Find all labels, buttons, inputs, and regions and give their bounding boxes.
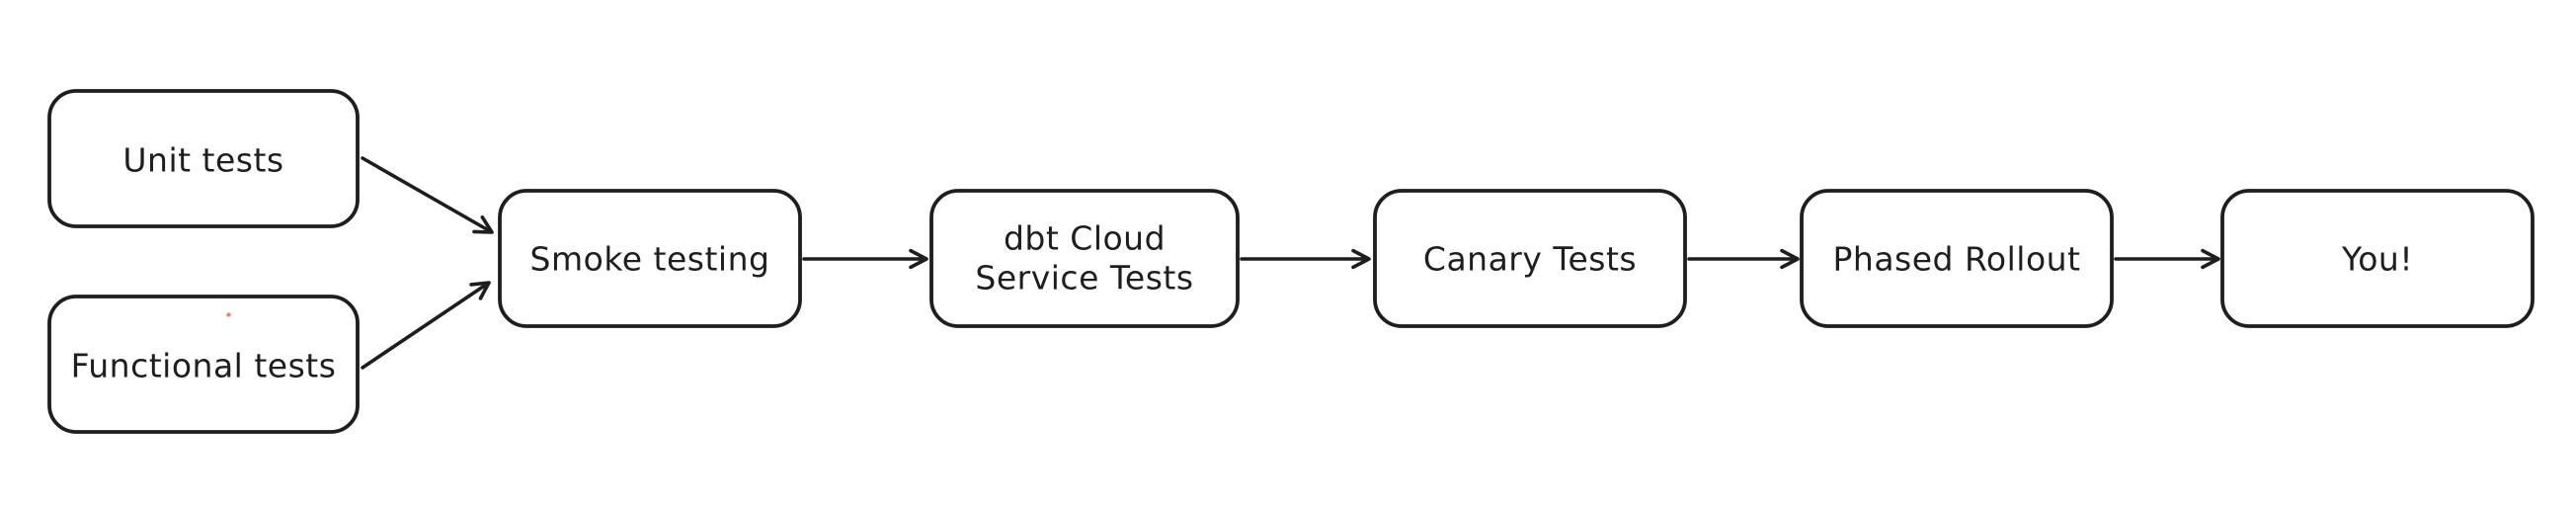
node-smoke-testing: Smoke testing <box>498 189 802 328</box>
node-canary-tests-label: Canary Tests <box>1423 240 1637 279</box>
node-functional-tests: Functional tests <box>47 295 360 434</box>
node-dbt-cloud-service-tests-box <box>929 189 1240 328</box>
node-phased-rollout-box <box>1800 189 2114 328</box>
node-functional-tests-box <box>47 295 360 434</box>
node-phased-rollout-label: Phased Rollout <box>1833 240 2081 279</box>
node-dbt-cloud-service-tests: dbt Cloud Service Tests <box>929 189 1240 328</box>
node-dbt-cloud-service-tests-label-line2: Service Tests <box>975 259 1193 298</box>
red-dot-artifact <box>226 312 231 317</box>
edges <box>361 156 2220 370</box>
node-you-box <box>2220 189 2535 328</box>
node-you: You! <box>2220 189 2535 328</box>
node-unit-tests-box <box>47 89 360 228</box>
edge-functional-tests-to-smoke-testing <box>361 281 491 370</box>
node-you-label: You! <box>2341 240 2413 279</box>
node-smoke-testing-box <box>498 189 802 328</box>
edge-canary-tests-to-phased-rollout <box>1687 248 1800 270</box>
node-smoke-testing-label: Smoke testing <box>530 240 770 279</box>
node-canary-tests-box <box>1373 189 1687 328</box>
node-phased-rollout: Phased Rollout <box>1800 189 2114 328</box>
edge-phased-rollout-to-you <box>2114 248 2220 270</box>
node-functional-tests-label: Functional tests <box>71 347 337 385</box>
edge-unit-tests-to-smoke-testing <box>361 156 494 234</box>
edge-smoke-testing-to-dbt-cloud-service-tests <box>802 248 928 270</box>
node-unit-tests-label: Unit tests <box>122 141 283 180</box>
node-canary-tests: Canary Tests <box>1373 189 1687 328</box>
node-dbt-cloud-service-tests-label-line1: dbt Cloud <box>1004 219 1166 258</box>
edge-dbt-cloud-service-tests-to-canary-tests <box>1240 248 1371 270</box>
node-unit-tests: Unit tests <box>47 89 360 228</box>
